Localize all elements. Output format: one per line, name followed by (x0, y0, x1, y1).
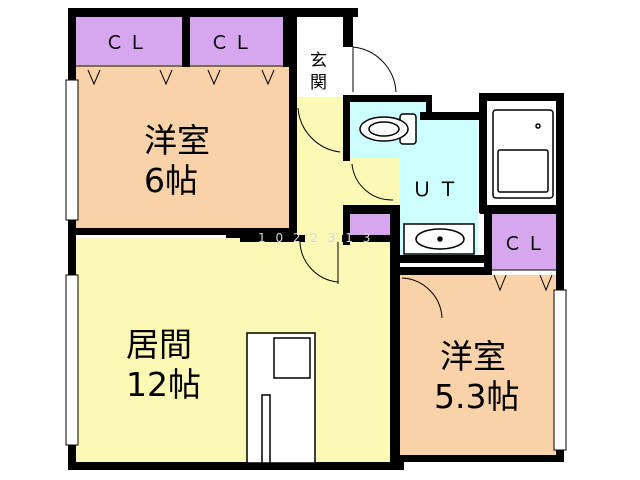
room-western-6-name: 洋室 (144, 121, 210, 160)
closet-3-floor (490, 214, 558, 270)
toilet-fixture (359, 113, 417, 145)
entrance-floor (297, 45, 345, 97)
room-living-size: 12帖 (126, 365, 201, 404)
room-western-6-floor (75, 65, 291, 233)
windows (65, 79, 567, 451)
kitchen-counter (246, 332, 316, 464)
room-western-53-floor (400, 275, 557, 458)
walls (68, 8, 564, 470)
ut-label: ＵＴ (412, 177, 464, 201)
closet-2-label: ＣＬ (210, 32, 256, 54)
bathtub-fixture (492, 109, 554, 199)
room-western-6-size: 6帖 (144, 161, 198, 200)
closet-1-floor (75, 15, 182, 65)
room-western-53-name: 洋室 (440, 337, 506, 376)
closet-1-label: ＣＬ (105, 32, 151, 54)
closet-shelf-lines (76, 65, 558, 292)
watermark-text: 1 0 2 2 3 1 3 (258, 231, 373, 245)
room-living-floor (75, 238, 398, 466)
washbasin-fixture (403, 223, 475, 255)
entrance-label-1: 玄 (310, 51, 327, 71)
closet-3-label: ＣＬ (503, 233, 549, 255)
closet-2-floor (190, 15, 283, 65)
room-western-53-size: 5.3帖 (434, 377, 519, 416)
door-swings (297, 46, 443, 319)
entrance-label-2: 関 (310, 73, 327, 93)
room-living-name: 居間 (126, 325, 192, 364)
